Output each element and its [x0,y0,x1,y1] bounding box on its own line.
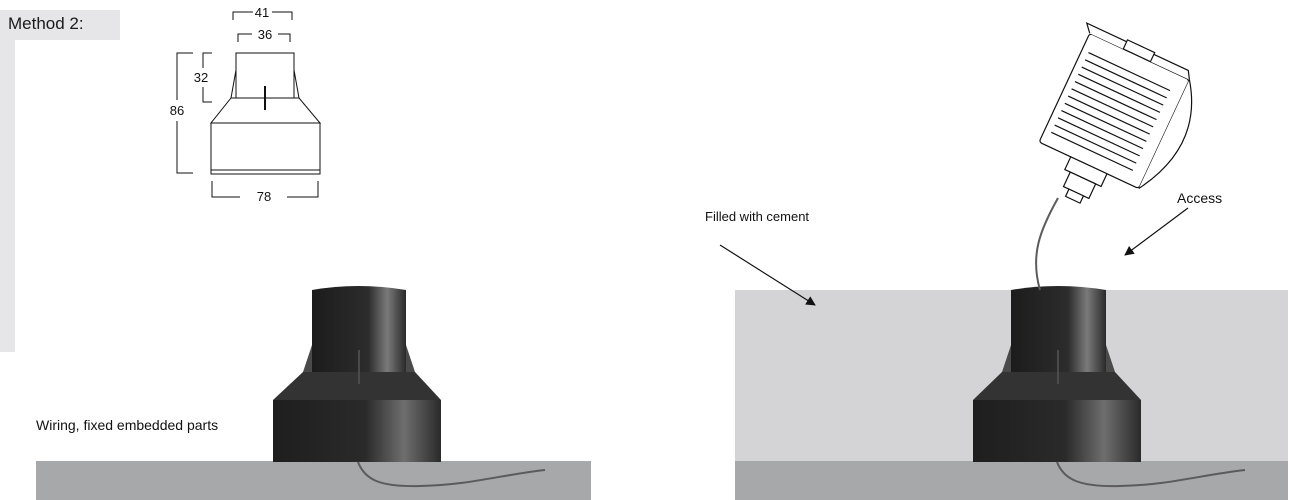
dimension-drawing [176,11,322,198]
cable-fixture [1035,197,1059,291]
dim-cap-height: 32 [194,70,208,85]
cement-label: Filled with cement [705,209,810,224]
dim-total-height: 86 [170,103,184,118]
cable-left [357,461,546,488]
access-label: Access [1177,190,1223,206]
method-label: Method 2: [8,14,84,33]
ground-slab-left [36,461,591,500]
dim-top-inner: 36 [258,27,272,42]
wiring-label: Wiring, fixed embedded parts [36,417,219,433]
right-scene [719,22,1288,500]
embedded-housing-left [273,286,441,462]
dim-top-outer: 41 [255,5,269,20]
left-scene [36,286,591,500]
access-arrow [1124,207,1189,256]
ground-slab-right [735,461,1288,500]
method-tab [0,10,120,40]
method-side-bar [0,40,15,352]
dim-base-width: 78 [257,189,271,204]
embedded-housing-right [973,286,1141,462]
cable-right [1056,461,1246,488]
light-fixture [1039,22,1193,204]
cement-arrow [719,244,816,306]
